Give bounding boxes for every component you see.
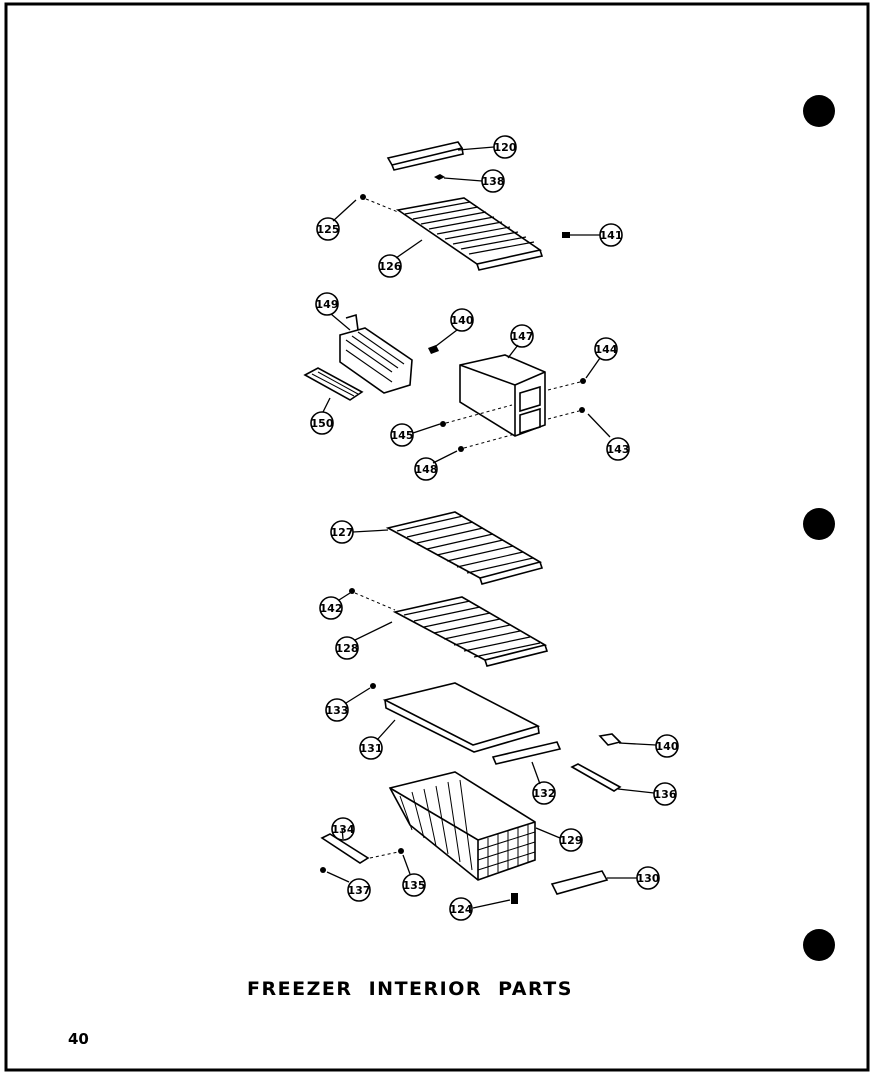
binder-hole-top xyxy=(803,95,835,127)
trim-strip-part xyxy=(386,141,464,166)
binder-hole-bottom xyxy=(803,929,835,961)
page-border xyxy=(4,2,870,1072)
callout-143: 143 xyxy=(606,437,630,461)
svg-text:143: 143 xyxy=(607,443,630,456)
callout-129: 129 xyxy=(559,828,583,852)
callout-137: 137 xyxy=(347,878,371,902)
svg-text:135: 135 xyxy=(403,879,426,892)
svg-text:140: 140 xyxy=(451,314,474,327)
svg-text:127: 127 xyxy=(331,526,354,539)
stud-part xyxy=(562,232,570,238)
callout-131: 131 xyxy=(359,736,383,760)
ice-bin-bracket-part xyxy=(339,327,413,394)
callout-148: 148 xyxy=(414,457,438,481)
trim-strip-edge xyxy=(391,147,464,171)
callout-135: 135 xyxy=(402,873,426,897)
front-trim-part xyxy=(550,870,609,895)
page-number: 40 xyxy=(68,1030,89,1048)
svg-text:141: 141 xyxy=(600,229,623,242)
svg-text:124: 124 xyxy=(450,903,473,916)
small-bracket-part xyxy=(598,733,622,746)
callout-140-right: 140 xyxy=(655,734,679,758)
svg-text:125: 125 xyxy=(317,223,340,236)
cover-trim-part xyxy=(491,741,562,765)
svg-text:120: 120 xyxy=(494,141,517,154)
callout-126: 126 xyxy=(378,254,402,278)
screw-part xyxy=(360,194,366,200)
crisper-basket-part xyxy=(388,771,536,881)
knob-part xyxy=(428,345,439,354)
callout-132: 132 xyxy=(532,781,556,805)
callout-125: 125 xyxy=(316,217,340,241)
svg-text:147: 147 xyxy=(511,330,534,343)
svg-text:136: 136 xyxy=(654,788,677,801)
callout-130: 130 xyxy=(636,866,660,890)
slide-rail-left-part xyxy=(320,833,370,864)
callout-147: 147 xyxy=(510,324,534,348)
ice-storage-assembly xyxy=(303,313,586,452)
svg-text:126: 126 xyxy=(379,260,402,273)
callout-138-top: 138 xyxy=(481,169,505,193)
svg-text:144: 144 xyxy=(595,343,618,356)
crisper-assembly xyxy=(320,682,622,904)
svg-text:128: 128 xyxy=(336,642,359,655)
crisper-cover-part xyxy=(382,682,541,746)
top-shelf-assembly xyxy=(360,141,570,271)
svg-text:145: 145 xyxy=(391,429,414,442)
svg-text:132: 132 xyxy=(533,787,556,800)
callouts: 120 138 125 126 141 149 140 147 144 150 … xyxy=(310,135,679,921)
callout-141: 141 xyxy=(599,223,623,247)
wire-shelf-128-part xyxy=(392,596,548,661)
slide-rail-part xyxy=(570,763,622,792)
svg-text:133: 133 xyxy=(326,704,349,717)
middle-shelves-assembly xyxy=(349,511,549,667)
leader-lines xyxy=(322,146,657,909)
svg-text:150: 150 xyxy=(311,417,334,430)
callout-128: 128 xyxy=(335,636,359,660)
callout-124: 124 xyxy=(449,897,473,921)
svg-text:142: 142 xyxy=(320,602,343,615)
callout-134: 134 xyxy=(331,817,355,841)
clip-part xyxy=(434,174,445,180)
svg-text:140: 140 xyxy=(656,740,679,753)
callout-120-top: 120 xyxy=(493,135,517,159)
wire-shelf-part xyxy=(395,197,542,265)
callout-133: 133 xyxy=(325,698,349,722)
diagram-title: FREEZER INTERIOR PARTS xyxy=(247,978,573,1000)
svg-text:131: 131 xyxy=(360,742,383,755)
callout-144: 144 xyxy=(594,337,618,361)
callout-127: 127 xyxy=(330,520,354,544)
callout-142: 142 xyxy=(319,596,343,620)
svg-text:149: 149 xyxy=(316,298,339,311)
svg-text:130: 130 xyxy=(637,872,660,885)
ice-bucket-box-part xyxy=(459,354,546,437)
callout-149-top: 149 xyxy=(315,292,339,316)
svg-text:134: 134 xyxy=(332,823,355,836)
svg-text:129: 129 xyxy=(560,834,583,847)
stop-part xyxy=(511,893,518,904)
callout-136: 136 xyxy=(653,782,677,806)
svg-text:137: 137 xyxy=(348,884,371,897)
binder-hole-middle xyxy=(803,508,835,540)
callout-150: 150 xyxy=(310,411,334,435)
svg-text:148: 148 xyxy=(415,463,438,476)
callout-145: 145 xyxy=(390,423,414,447)
ice-tray-part xyxy=(303,367,364,401)
callout-140-top: 140 xyxy=(450,308,474,332)
svg-text:138: 138 xyxy=(482,175,505,188)
wire-shelf-127-part xyxy=(385,511,543,579)
